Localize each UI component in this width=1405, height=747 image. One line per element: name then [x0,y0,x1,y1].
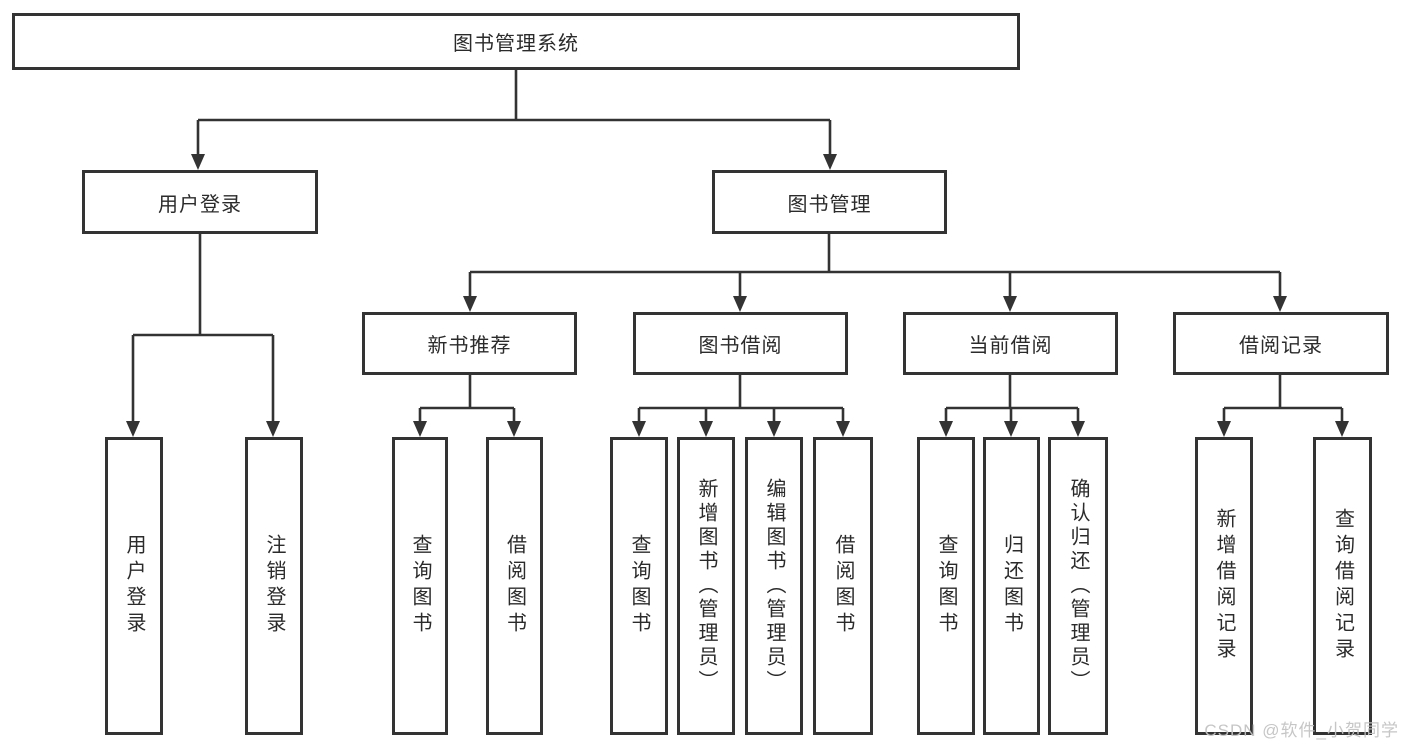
leaf-logout-label: 注销登录 [263,534,285,638]
leaf-current-confirm: 确认归还（管理员） [1048,437,1108,735]
leaf-borrow-edit-label: 编辑图书（管理员） [763,478,785,694]
node-current-borrow-label: 当前借阅 [968,335,1053,357]
leaf-borrow-query: 查询图书 [610,437,668,735]
leaf-record-add: 新增借阅记录 [1195,437,1253,735]
leaf-logout: 注销登录 [245,437,303,735]
node-book-mgmt-label: 图书管理 [787,193,872,216]
arrowhead-icons [126,154,1349,437]
leaf-current-confirm-label: 确认归还（管理员） [1067,478,1089,694]
node-root: 图书管理系统 [12,13,1020,70]
leaf-newbook-borrow: 借阅图书 [486,437,543,735]
node-book-borrow: 图书借阅 [633,312,848,375]
node-borrow-record-label: 借阅记录 [1239,335,1323,357]
leaf-record-query: 查询借阅记录 [1313,437,1372,735]
leaf-newbook-query-label: 查询图书 [409,534,431,638]
leaf-borrow-borrow: 借阅图书 [813,437,873,735]
node-new-book: 新书推荐 [362,312,577,375]
leaf-current-return: 归还图书 [983,437,1040,735]
leaf-borrow-add-label: 新增图书（管理员） [695,478,717,694]
leaf-borrow-borrow-label: 借阅图书 [832,534,854,638]
leaf-current-return-label: 归还图书 [1000,534,1023,638]
node-root-label: 图书管理系统 [453,33,579,55]
node-new-book-label: 新书推荐 [427,335,512,357]
leaf-newbook-borrow-label: 借阅图书 [503,534,526,638]
node-user-login: 用户登录 [82,170,318,234]
node-current-borrow: 当前借阅 [903,312,1118,375]
leaf-borrow-edit: 编辑图书（管理员） [745,437,803,735]
leaf-borrow-add: 新增图书（管理员） [677,437,735,735]
node-user-login-label: 用户登录 [158,193,242,216]
leaf-current-query-label: 查询图书 [935,534,957,638]
leaf-current-query: 查询图书 [917,437,975,735]
leaf-user-login: 用户登录 [105,437,163,735]
node-book-mgmt: 图书管理 [712,170,947,234]
node-borrow-record: 借阅记录 [1173,312,1389,375]
leaf-record-add-label: 新增借阅记录 [1213,508,1235,664]
leaf-newbook-query: 查询图书 [392,437,448,735]
node-book-borrow-label: 图书借阅 [698,335,783,357]
leaf-user-login-label: 用户登录 [123,534,145,638]
leaf-borrow-query-label: 查询图书 [628,534,650,638]
leaf-record-query-label: 查询借阅记录 [1331,508,1354,664]
